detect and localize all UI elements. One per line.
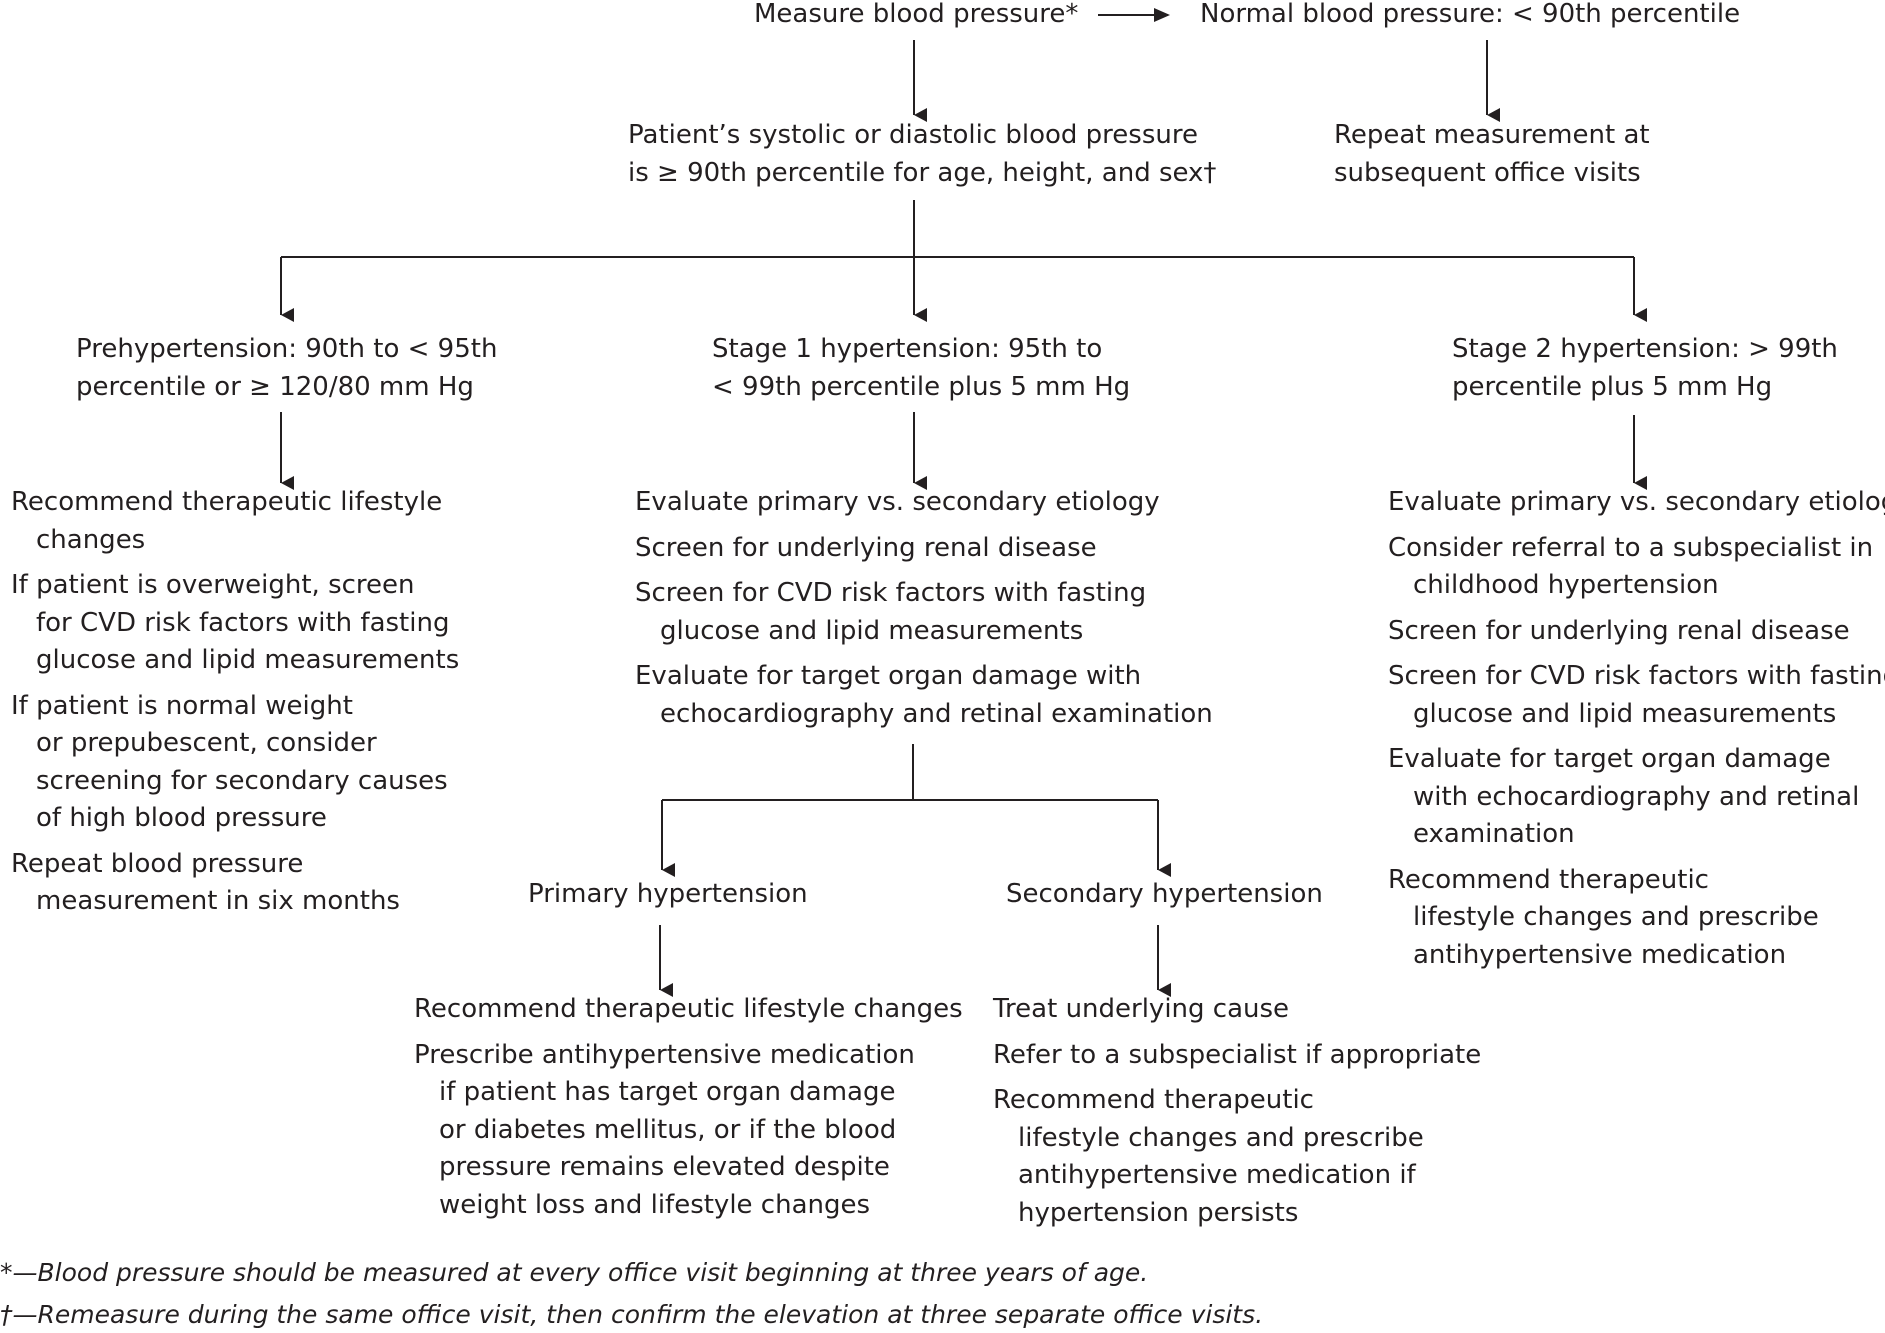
item-line: Evaluate primary vs. secondary etiology	[635, 487, 1160, 517]
prehypertension-title: Prehypertension: 90th to < 95th percenti…	[76, 331, 497, 406]
stage2-recommendations: Evaluate primary vs. secondary etiology …	[1388, 484, 1885, 982]
item-line: Evaluate for target organ damage with	[635, 661, 1142, 691]
item-line: antihypertensive medication	[1413, 939, 1787, 970]
list-item: Recommend therapeutic lifestyle changes …	[993, 1082, 1481, 1232]
item-line: if patient has target organ damage	[439, 1077, 896, 1107]
list-item: Evaluate primary vs. secondary etiology	[635, 484, 1213, 522]
secondary-recommendations: Treat underlying cause Refer to a subspe…	[993, 991, 1481, 1240]
item-line: childhood hypertension	[1413, 570, 1719, 600]
item-line: pressure remains elevated despite	[439, 1152, 890, 1182]
list-item: Treat underlying cause	[993, 991, 1481, 1029]
list-item: Screen for underlying renal disease	[1388, 613, 1885, 651]
item-line: changes	[36, 524, 146, 555]
list-item: Evaluate for target organ damage with ec…	[1388, 741, 1885, 854]
item-line: hypertension persists	[1018, 1197, 1299, 1228]
item-line: lifestyle changes and prescribe	[1018, 1122, 1424, 1153]
elevated-line-1: Patient’s systolic or diastolic blood pr…	[628, 120, 1198, 150]
list-item: Evaluate primary vs. secondary etiology	[1388, 484, 1885, 522]
stage1-title: Stage 1 hypertension: 95th to < 99th per…	[712, 331, 1130, 406]
primary-recommendations: Recommend therapeutic lifestyle changes …	[414, 991, 963, 1232]
item-line: glucose and lipid measurements	[660, 615, 1084, 646]
item-line: Screen for underlying renal disease	[635, 532, 1097, 563]
measure-blood-pressure-node: Measure blood pressure*	[754, 0, 1079, 29]
item-line: Consider referral to a subspecialist in	[1388, 532, 1874, 563]
stage2-title-line-2: percentile plus 5 mm Hg	[1452, 371, 1773, 402]
footnote-dagger: †—Remeasure during the same office visit…	[0, 1300, 1264, 1329]
list-item: Refer to a subspecialist if appropriate	[993, 1037, 1481, 1075]
item-line: Prescribe antihypertensive medication	[414, 1039, 915, 1070]
item-line: or diabetes mellitus, or if the blood	[439, 1114, 897, 1145]
primary-hypertension-title: Primary hypertension	[528, 879, 808, 909]
item-line: measurement in six months	[36, 886, 400, 916]
item-line: echocardiography and retinal examination	[660, 698, 1213, 729]
stage2-title: Stage 2 hypertension: > 99th percentile …	[1452, 331, 1838, 406]
item-line: with echocardiography and retinal	[1413, 781, 1860, 812]
list-item: Evaluate for target organ damage with ec…	[635, 658, 1213, 733]
item-line: glucose and lipid measurements	[1413, 698, 1837, 729]
repeat-measurement-node: Repeat measurement at subsequent office …	[1334, 117, 1650, 192]
item-line: Screen for CVD risk factors with fasting	[635, 578, 1147, 608]
repeat-line-2: subsequent office visits	[1334, 157, 1641, 188]
item-line: antihypertensive medication if	[1018, 1160, 1416, 1190]
item-line: Evaluate primary vs. secondary etiology	[1388, 487, 1885, 517]
item-line: Screen for underlying renal disease	[1388, 615, 1850, 646]
secondary-hypertension-title: Secondary hypertension	[1006, 879, 1323, 909]
item-line: Treat underlying cause	[993, 994, 1290, 1024]
list-item: Screen for CVD risk factors with fasting…	[1388, 658, 1885, 733]
prehypertension-title-line-2: percentile or ≥ 120/80 mm Hg	[76, 371, 474, 402]
item-line: screening for secondary causes	[36, 765, 448, 796]
list-item: Repeat blood pressure measurement in six…	[11, 846, 459, 921]
stage1-title-line-2: < 99th percentile plus 5 mm Hg	[712, 371, 1131, 402]
item-line: If patient is normal weight	[11, 690, 353, 721]
item-line: Screen for CVD risk factors with fasting	[1388, 661, 1885, 691]
item-line: Recommend therapeutic lifestyle	[11, 487, 443, 517]
list-item: Screen for underlying renal disease	[635, 530, 1213, 568]
elevated-blood-pressure-node: Patient’s systolic or diastolic blood pr…	[628, 117, 1216, 192]
list-item: If patient is overweight, screen for CVD…	[11, 567, 459, 680]
item-line: Recommend therapeutic	[1388, 864, 1709, 895]
item-line: Repeat blood pressure	[11, 848, 304, 879]
item-line: of high blood pressure	[36, 803, 327, 833]
item-line: If patient is overweight, screen	[11, 570, 415, 600]
list-item: Recommend therapeutic lifestyle changes	[414, 991, 963, 1029]
item-line: Refer to a subspecialist if appropriate	[993, 1039, 1482, 1070]
list-item: Screen for CVD risk factors with fasting…	[635, 575, 1213, 650]
arrowhead-measure-to-normal	[1154, 8, 1170, 22]
item-line: for CVD risk factors with fasting	[36, 607, 450, 638]
stage1-title-line-1: Stage 1 hypertension: 95th to	[712, 334, 1103, 364]
list-item: Consider referral to a subspecialist in …	[1388, 530, 1885, 605]
item-line: Evaluate for target organ damage	[1388, 744, 1831, 774]
stage1-recommendations: Evaluate primary vs. secondary etiology …	[635, 484, 1213, 741]
normal-blood-pressure-node: Normal blood pressure: < 90th percentile	[1200, 0, 1741, 29]
item-line: weight loss and lifestyle changes	[439, 1189, 871, 1220]
item-line: glucose and lipid measurements	[36, 645, 460, 675]
item-line: or prepubescent, consider	[36, 728, 377, 758]
item-line: lifestyle changes and prescribe	[1413, 902, 1819, 932]
footnote-asterisk: *—Blood pressure should be measured at e…	[0, 1258, 1149, 1287]
prehypertension-recommendations: Recommend therapeutic lifestyle changes …	[11, 484, 459, 929]
item-line: Recommend therapeutic lifestyle changes	[414, 994, 963, 1024]
list-item: Prescribe antihypertensive medication if…	[414, 1037, 963, 1225]
list-item: If patient is normal weight or prepubesc…	[11, 688, 459, 838]
stage2-title-line-1: Stage 2 hypertension: > 99th	[1452, 334, 1838, 364]
list-item: Recommend therapeutic lifestyle changes	[11, 484, 459, 559]
elevated-line-2: is ≥ 90th percentile for age, height, an…	[628, 157, 1217, 188]
prehypertension-title-line-1: Prehypertension: 90th to < 95th	[76, 334, 498, 364]
repeat-line-1: Repeat measurement at	[1334, 120, 1650, 150]
item-line: Recommend therapeutic	[993, 1085, 1314, 1115]
list-item: Recommend therapeutic lifestyle changes …	[1388, 862, 1885, 975]
item-line: examination	[1413, 819, 1575, 849]
